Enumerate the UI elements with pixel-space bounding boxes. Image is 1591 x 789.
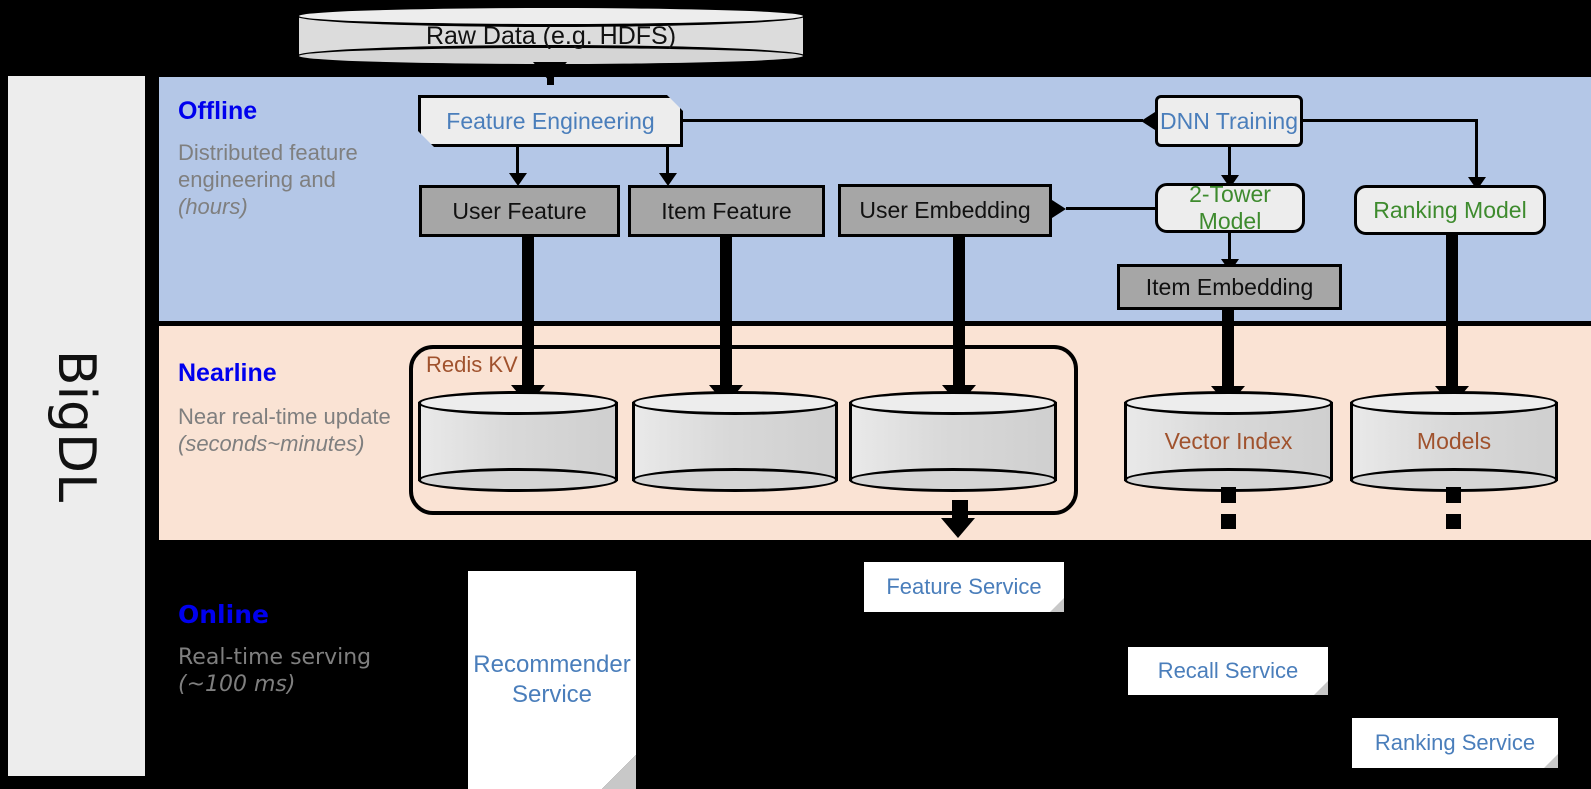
arrowhead-fe-userfeature — [509, 173, 527, 186]
dashed-stub-recall-2 — [1221, 514, 1236, 529]
recall-service-label: Recall Service — [1157, 658, 1299, 683]
two-tower-model-label: 2-Tower Model — [1189, 181, 1271, 234]
online-subtitle-italic: (~100 ms) — [178, 671, 296, 697]
connector-fe-dnn — [683, 119, 1143, 122]
nearline-title: Nearline — [178, 359, 277, 387]
dnn-training-box[interactable]: DNN Training — [1155, 95, 1303, 147]
pipe-itemembedding-vectorindex — [1222, 310, 1234, 392]
models-label: Models — [1416, 428, 1492, 454]
online-subtitle-text: Real-time serving — [178, 645, 372, 670]
connector-twotower-userembedding — [1066, 207, 1158, 210]
bigdl-label: BigDL — [8, 76, 145, 776]
feature-service-label: Feature Service — [886, 574, 1042, 599]
connector-dnn-twotower — [1228, 147, 1231, 177]
item-feature-label: Item Feature — [661, 197, 792, 224]
cylinder-bottom — [632, 468, 838, 492]
offline-subtitle: Distributed feature engineering and (hou… — [178, 140, 388, 220]
vector-index-label: Vector Index — [1164, 428, 1293, 454]
user-feature-box[interactable]: User Feature — [419, 185, 620, 237]
feature-service-box[interactable]: Feature Service — [864, 562, 1064, 612]
pipe-userfeature-store — [522, 237, 534, 391]
cylinder-bottom — [418, 468, 618, 492]
redis-store-cylinder-2 — [632, 391, 838, 492]
pipe-userembedding-store — [953, 237, 965, 391]
feature-engineering-box[interactable]: Feature Engineering — [418, 95, 683, 147]
redis-store-cylinder-3 — [849, 391, 1057, 492]
cylinder-top — [849, 391, 1057, 415]
raw-data-cylinder: Raw Data (e.g. HDFS) — [296, 5, 806, 67]
nearline-subtitle-italic: (seconds~minutes) — [178, 430, 365, 456]
connector-dnn-ranking-h — [1303, 119, 1478, 122]
redis-store-label-3 — [849, 391, 1057, 492]
cylinder-top — [632, 391, 838, 415]
online-title: Online — [178, 600, 269, 629]
cylinder-body — [418, 402, 618, 481]
cylinder-bottom — [849, 468, 1057, 492]
redis-store-cylinder-1 — [418, 391, 618, 492]
ranking-model-label: Ranking Model — [1373, 196, 1527, 223]
redis-store-label-1 — [418, 391, 618, 492]
dashed-stub-ranking-2 — [1446, 514, 1461, 529]
nearline-subtitle-text: Near real-time update — [178, 404, 391, 429]
arrowhead-redis-featureservice — [941, 518, 975, 538]
pipe-itemfeature-store — [720, 237, 732, 391]
nearline-subtitle: Near real-time update (seconds~minutes) — [178, 404, 403, 458]
item-embedding-label: Item Embedding — [1145, 273, 1314, 300]
cylinder-top — [1350, 391, 1558, 415]
bigdl-framework-rail — [8, 76, 145, 776]
offline-subtitle-text: Distributed feature engineering and — [178, 140, 358, 192]
recall-service-box[interactable]: Recall Service — [1128, 647, 1328, 695]
online-subtitle: Real-time serving (~100 ms) — [178, 645, 378, 699]
user-embedding-box[interactable]: User Embedding — [838, 184, 1052, 237]
bigdl-label-text: BigDL — [46, 349, 107, 503]
cylinder-top — [418, 391, 618, 415]
dashed-stub-ranking-1 — [1446, 487, 1461, 503]
connector-fe-userfeature — [516, 147, 519, 175]
arrowhead-twotower-userembedding — [1052, 200, 1066, 218]
redis-store-label-2 — [632, 391, 838, 492]
ranking-model-box[interactable]: Ranking Model — [1354, 185, 1546, 235]
recommender-service-box[interactable]: Recommender Service — [468, 571, 636, 789]
arrowhead-fe-dnn — [1141, 112, 1155, 130]
connector-twotower-itemembedding — [1228, 233, 1231, 261]
ranking-service-box[interactable]: Ranking Service — [1352, 718, 1558, 768]
recommender-service-label: Recommender Service — [473, 651, 631, 708]
two-tower-model-box[interactable]: 2-Tower Model — [1155, 181, 1305, 234]
connector-dnn-ranking-v — [1475, 119, 1478, 179]
offline-title: Offline — [178, 97, 258, 125]
dashed-stub-recall-1 — [1221, 487, 1236, 503]
feature-engineering-label: Feature Engineering — [446, 107, 655, 134]
raw-data-label: Raw Data (e.g. HDFS) — [425, 21, 677, 50]
arrowhead-fe-itemfeature — [659, 173, 677, 186]
user-embedding-label: User Embedding — [859, 197, 1031, 223]
ranking-service-label: Ranking Service — [1374, 730, 1536, 755]
connector-fe-itemfeature — [666, 147, 669, 175]
offline-subtitle-italic: (hours) — [178, 193, 248, 219]
pipe-rankingmodel-models — [1446, 235, 1458, 392]
cylinder-top — [1124, 391, 1333, 415]
redis-kv-label: Redis KV — [426, 352, 518, 377]
dashed-stub-featureservice-1 — [952, 500, 968, 518]
item-embedding-box[interactable]: Item Embedding — [1117, 264, 1342, 310]
dnn-training-label: DNN Training — [1159, 107, 1299, 134]
item-feature-box[interactable]: Item Feature — [628, 185, 825, 237]
vector-index-cylinder[interactable]: Vector Index — [1124, 391, 1333, 492]
arrowhead-rawdata-fe — [533, 62, 567, 82]
cylinder-top — [296, 5, 806, 27]
user-feature-label: User Feature — [452, 197, 587, 224]
models-cylinder[interactable]: Models — [1350, 391, 1558, 492]
redis-kv-container — [409, 345, 1078, 515]
